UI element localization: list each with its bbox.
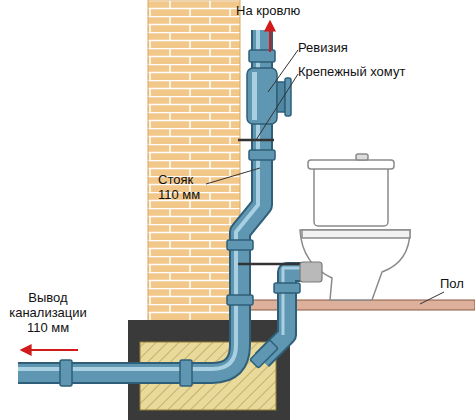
- part-label: Ревизия: [298, 40, 408, 55]
- toilet-bowl: [300, 154, 410, 300]
- part-label: Крепежный хомут: [298, 64, 468, 79]
- part-label: Стояк 110 мм: [158, 172, 210, 202]
- part-label: На кровлю: [236, 3, 326, 18]
- floor-slab: [240, 300, 475, 310]
- toilet-cuff: [300, 262, 322, 282]
- leader-line: [206, 50, 444, 304]
- pipe-clamp: [238, 140, 300, 264]
- flow-arrow: [269, 22, 271, 52]
- pipe-socket: [60, 50, 300, 386]
- part-label: Пол: [440, 276, 475, 291]
- flow-arrow: [22, 349, 78, 351]
- brick-wall: [148, 0, 240, 322]
- part-label: Вывод канализации 110 мм: [2, 290, 94, 335]
